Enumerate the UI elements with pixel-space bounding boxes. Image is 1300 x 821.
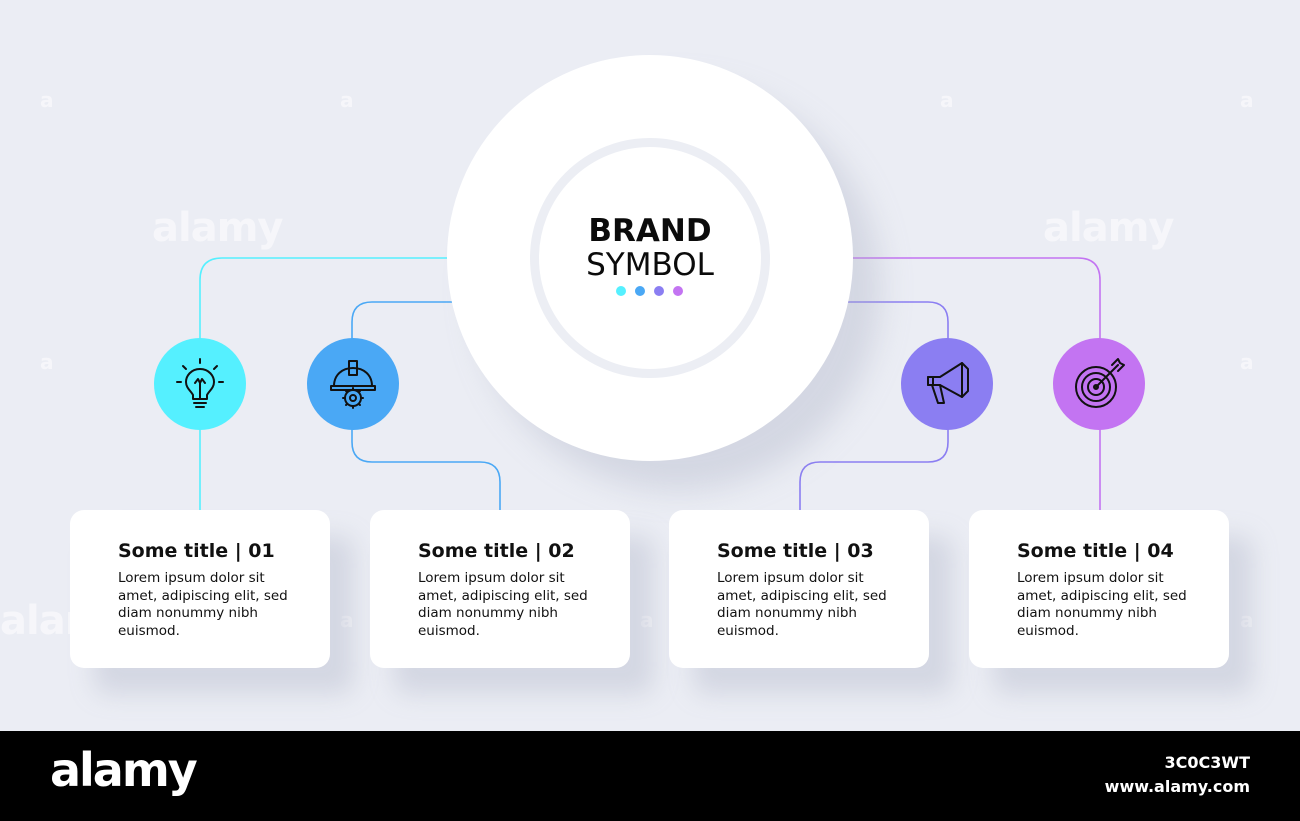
brand-line-1: BRAND	[588, 213, 712, 249]
target-arrow-icon	[1075, 358, 1125, 408]
dot-4	[673, 286, 683, 296]
connector-line-4	[850, 257, 1101, 510]
site-url: www.alamy.com	[1104, 777, 1250, 796]
step-1-icon-circle	[154, 338, 246, 430]
brand-dots	[616, 286, 686, 298]
step-2-icon-circle	[307, 338, 399, 430]
step-title: Some title | 04	[1017, 540, 1174, 562]
hardhat-gear-icon	[330, 360, 376, 409]
step-4-icon-circle	[1053, 338, 1145, 430]
step-text: Lorem ipsum dolor sit amet, adipiscing e…	[1017, 570, 1187, 639]
step-text: Lorem ipsum dolor sit amet, adipiscing e…	[418, 570, 588, 639]
brand-line-2: SYMBOL	[586, 247, 714, 283]
megaphone-icon	[927, 362, 969, 404]
brand-symbol: BRAND SYMBOL	[550, 214, 750, 282]
brand-ring	[530, 138, 770, 378]
dot-1	[616, 286, 626, 296]
dot-3	[654, 286, 664, 296]
lightbulb-icon	[176, 358, 224, 408]
step-title: Some title | 01	[118, 540, 275, 562]
step-title: Some title | 02	[418, 540, 575, 562]
step-text: Lorem ipsum dolor sit amet, adipiscing e…	[118, 570, 288, 639]
step-3-icon-circle	[901, 338, 993, 430]
step-card-2: Some title | 02 Lorem ipsum dolor sit am…	[370, 510, 630, 668]
connector-lines	[199, 257, 1101, 510]
footer-bar: alamy 3C0C3WT www.alamy.com	[0, 731, 1300, 821]
step-card-3: Some title | 03 Lorem ipsum dolor sit am…	[669, 510, 929, 668]
image-id: 3C0C3WT	[1164, 753, 1250, 772]
connector-line-2	[351, 301, 501, 510]
step-title: Some title | 03	[717, 540, 874, 562]
step-text: Lorem ipsum dolor sit amet, adipiscing e…	[717, 570, 887, 639]
step-card-4: Some title | 04 Lorem ipsum dolor sit am…	[969, 510, 1229, 668]
infographic: alamy alamy alam a a a a a a a a a BRAND…	[0, 55, 1253, 668]
step-card-1: Some title | 01 Lorem ipsum dolor sit am…	[70, 510, 330, 668]
connector-line-3	[799, 301, 949, 510]
dot-2	[635, 286, 645, 296]
connector-line-1	[199, 257, 450, 510]
alamy-logo: alamy	[50, 743, 198, 797]
